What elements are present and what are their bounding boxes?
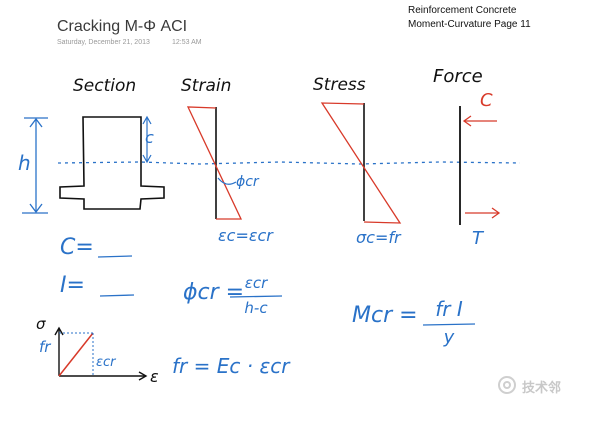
phi-cr-denominator: h-c — [244, 299, 268, 317]
c-dimension-arrow — [142, 115, 152, 164]
graph-epsilon-label: ε — [150, 367, 159, 386]
graph-sigma-label: σ — [36, 315, 46, 333]
i-blank — [99, 294, 135, 297]
compression-force-label: C — [480, 90, 493, 111]
strain-profile — [186, 106, 243, 220]
graph-fr-label: fr — [39, 338, 51, 356]
mcr-denominator: y — [443, 327, 455, 348]
stress-heading: Stress — [313, 75, 366, 95]
neutral-axis-line — [57, 161, 521, 165]
page-time: 12:53 AM — [172, 39, 202, 46]
page-title: Cracking M-Φ ACI — [57, 18, 188, 35]
section-heading: Section — [73, 76, 137, 96]
strain-bottom-label: εc=εcr — [218, 226, 273, 245]
c-equation: C= — [60, 235, 94, 260]
h-dimension-arrow — [22, 117, 48, 214]
phi-cr-label: ϕcr — [236, 174, 259, 190]
mcr-fraction-bar — [422, 323, 476, 326]
mcr-lhs: Mcr = — [352, 303, 418, 328]
page-date: Saturday, December 21, 2013 — [57, 39, 150, 46]
stress-bottom-label: σc=fr — [356, 228, 401, 247]
phi-cr-arc — [217, 177, 237, 185]
phi-cr-lhs: ϕcr = — [183, 280, 245, 305]
stress-strain-line — [58, 332, 94, 377]
t-beam-section — [59, 116, 165, 210]
tension-arrow — [465, 207, 501, 219]
i-equation: I= — [60, 273, 85, 298]
page-header-page: Moment-Curvature Page 11 — [408, 19, 531, 30]
phi-fraction-bar — [229, 295, 283, 298]
graph-ecr-label: εcr — [96, 355, 116, 370]
fr-equation: fr = Ec · εcr — [172, 354, 290, 378]
watermark-text: 技术邻 — [522, 381, 562, 396]
mcr-numerator: fr I — [435, 297, 463, 321]
compression-arrow — [462, 115, 497, 127]
h-dimension-label: h — [18, 151, 31, 175]
tension-force-label: T — [472, 228, 483, 249]
phi-cr-numerator: εcr — [244, 274, 268, 292]
page-header-subject: Reinforcement Concrete — [408, 5, 517, 16]
strain-heading: Strain — [181, 76, 232, 96]
c-blank — [97, 255, 133, 258]
stress-profile — [320, 102, 402, 224]
c-dimension-label: c — [145, 128, 154, 147]
force-heading: Force — [433, 66, 483, 87]
watermark-gear-icon — [498, 376, 516, 394]
stress-strain-graph-axes — [54, 326, 148, 381]
